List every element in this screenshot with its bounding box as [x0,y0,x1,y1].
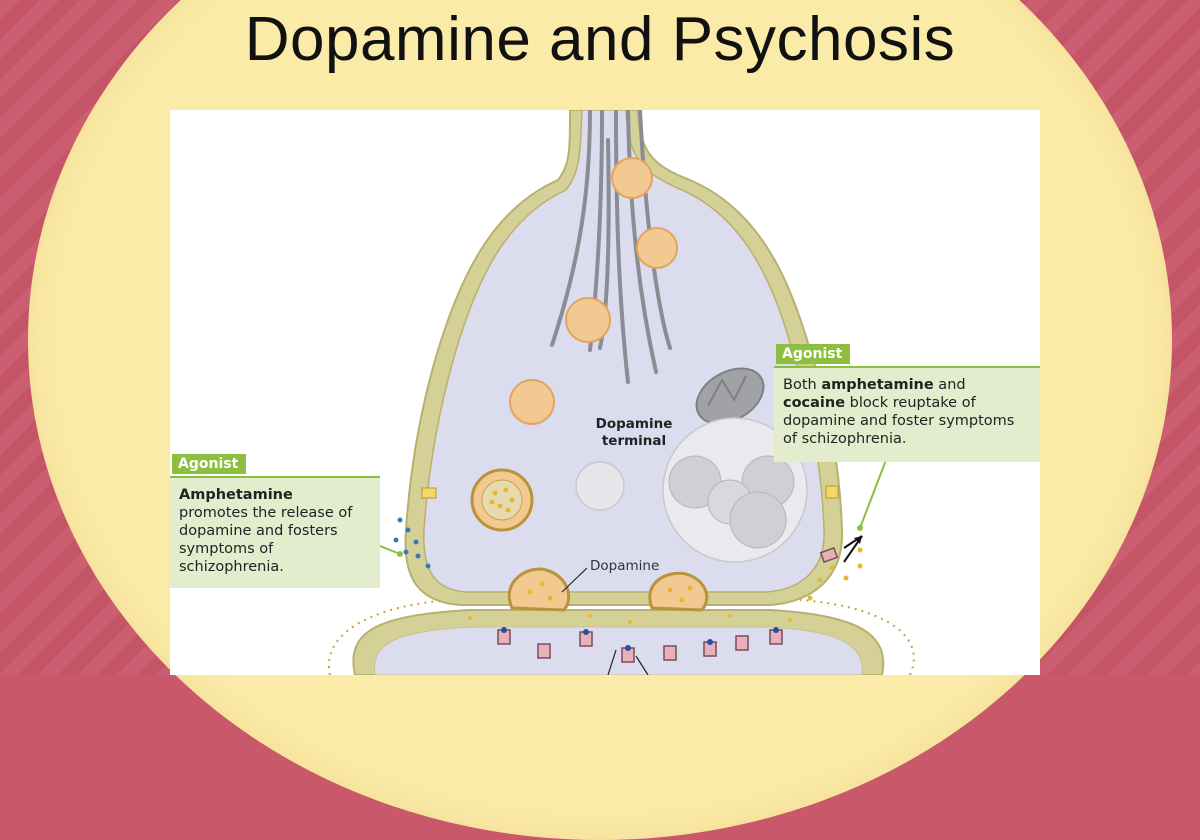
right-callout-post: block reuptake of dopamine and foster sy… [783,395,1015,447]
left-callout-line [379,545,401,555]
right-callout-text: Both amphetamine and cocaine block reupt… [783,376,1032,448]
synaptic-cleft-outline [327,599,915,675]
right-callout-pre: Both [783,377,822,393]
left-agonist-tag: Agonist [172,454,247,474]
organelle [575,461,625,511]
transporter-left [421,487,437,499]
cocaine-bold: cocaine [783,395,846,411]
right-agonist-tag: Agonist [776,344,851,364]
synapse-illustration [327,110,915,675]
microtubules [550,110,672,384]
fusing-vesicles [507,567,709,612]
amphetamine-bold-right: amphetamine [821,377,934,393]
postsynaptic-interior [373,626,863,675]
vesicles [470,157,678,532]
reuptake-transporter [819,546,839,564]
dopamine-terminal-label: Dopamine terminal [595,416,673,449]
right-callout-mid: and [933,377,966,393]
amphetamine-bold: Amphetamine [179,487,293,503]
vesicle-dopamine-dots [489,487,515,513]
dopamine-label: Dopamine [590,558,660,574]
amphetamine-molecules [393,517,431,569]
dopamine-molecules [468,547,863,624]
dopamine-label-pointer [561,567,588,593]
mitochondrion [695,367,765,425]
left-agonist-callout: Amphetamine promotes the release of dopam… [170,476,380,588]
transporter-right [825,485,839,499]
slide-title: Dopamine and Psychosis [244,5,956,74]
bound-ligands [501,627,779,651]
synapse-diagram: Dopamine terminal Dopamine Agonist Amphe… [170,110,1040,675]
left-callout-body: promotes the release of dopamine and fos… [179,505,353,575]
vesicle-cluster [662,417,808,563]
right-agonist-callout: Both amphetamine and cocaine block reupt… [774,366,1040,462]
receptor-pointer-lines [607,649,617,675]
left-callout-text: Amphetamine promotes the release of dopam… [179,486,372,576]
right-callout-line [859,459,887,529]
